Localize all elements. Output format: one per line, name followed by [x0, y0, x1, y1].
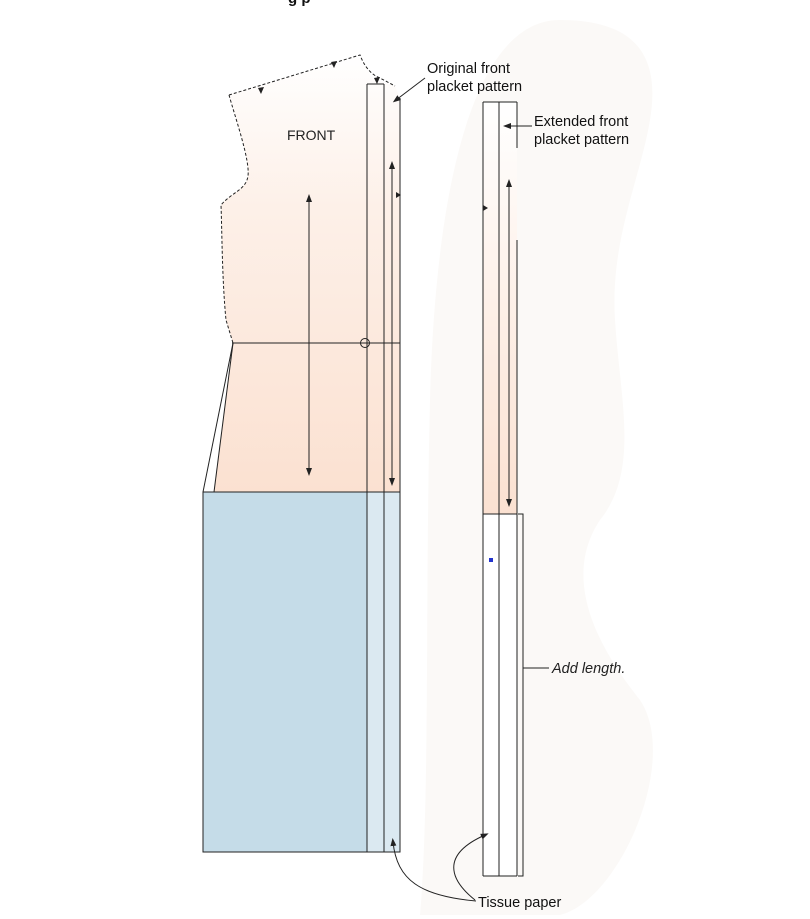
original-placket-arrow: [392, 77, 426, 103]
shoulder-notch-2: [331, 61, 337, 68]
add-length-label: Add length.: [551, 661, 625, 677]
original-placket-label-line2: placket pattern: [427, 79, 522, 95]
original-placket-label: Original front placket pattern: [427, 61, 522, 95]
placement-circle: [360, 338, 370, 348]
blue-marker-dot: [489, 558, 493, 562]
add-length-bracket: [518, 513, 524, 877]
ext-notch: [483, 205, 488, 211]
tissue-arrow-right: [453, 833, 489, 901]
side-seam-extension: [202, 342, 234, 493]
front-bodice-piece: [214, 55, 400, 492]
armhole-dashed: [220, 94, 249, 344]
bodice-dashed-outline: [228, 54, 396, 96]
tissue-paper-label: Tissue paper: [478, 895, 561, 911]
extended-placket-label-line1: Extended front: [534, 114, 628, 130]
front-label: FRONT: [287, 127, 336, 143]
original-placket-label-line1: Original front: [427, 61, 510, 77]
extended-placket-lower: [483, 514, 517, 876]
extended-placket-upper: [483, 102, 517, 514]
shoulder-notch-1: [258, 87, 264, 94]
header-fragment: g p: [288, 0, 311, 7]
extended-placket-label-line2: placket pattern: [534, 132, 629, 148]
background-silhouette: [420, 20, 653, 915]
placket-notch: [396, 192, 401, 198]
shoulder-notch-3: [374, 77, 380, 84]
tissue-arrow-left: [390, 838, 477, 902]
extended-placket-label: Extended front placket pattern: [534, 114, 632, 148]
side-seam-line: [213, 342, 234, 493]
